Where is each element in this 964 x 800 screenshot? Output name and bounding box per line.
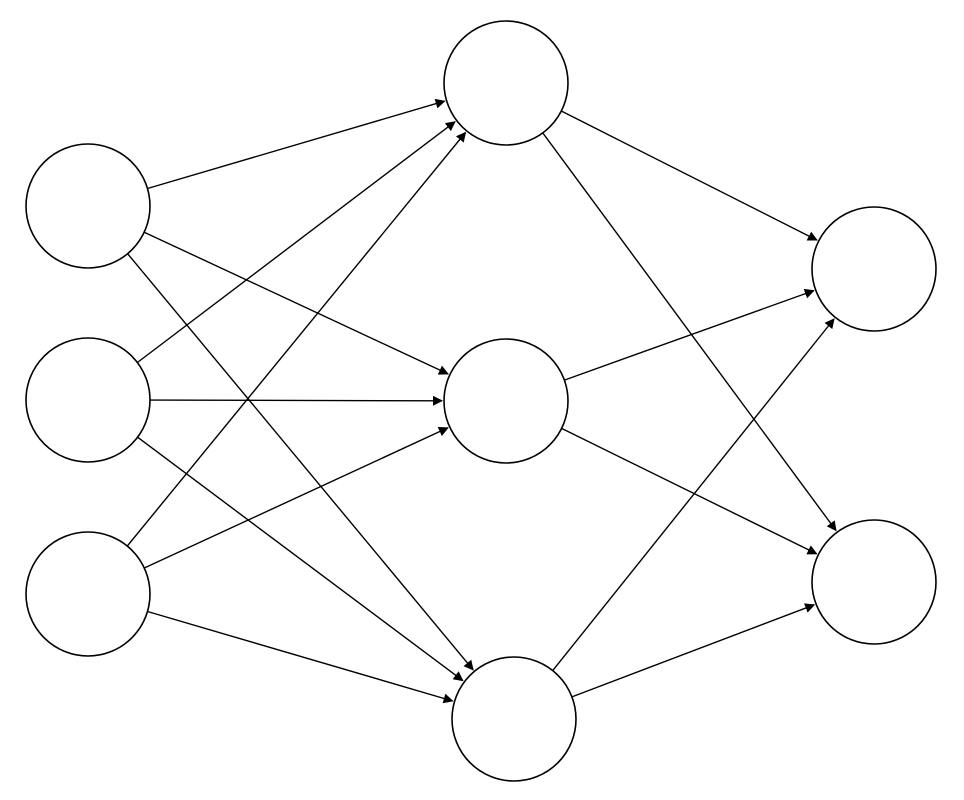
edge-i1-to-h1 (147, 98, 446, 190)
hidden-node-h2 (443, 338, 569, 464)
edge-i2-to-h1 (136, 121, 456, 364)
edge-i1-to-h3 (127, 253, 474, 671)
input-node-i2 (25, 337, 151, 463)
edge-h2-to-o2 (561, 427, 818, 555)
input-node-i1 (25, 143, 151, 269)
edge-i1-to-h2 (143, 231, 449, 375)
edges-layer (126, 98, 837, 704)
edge-i3-to-h2 (144, 427, 449, 569)
nodes-layer (25, 20, 937, 782)
edge-h3-to-o1 (552, 318, 835, 672)
edge-i2-to-h3 (137, 436, 464, 682)
edge-h1-to-o1 (560, 110, 818, 241)
hidden-node-h1 (443, 20, 569, 146)
edge-h2-to-o1 (564, 288, 815, 381)
output-node-o1 (811, 206, 937, 332)
hidden-node-h3 (451, 656, 577, 782)
edge-h3-to-o2 (571, 603, 816, 698)
edge-i3-to-h1 (126, 131, 467, 547)
edge-i2-to-h2 (149, 395, 443, 406)
edge-i3-to-h3 (147, 610, 454, 704)
output-node-o2 (811, 519, 937, 645)
edge-h1-to-o2 (542, 132, 837, 532)
input-node-i3 (25, 531, 151, 657)
